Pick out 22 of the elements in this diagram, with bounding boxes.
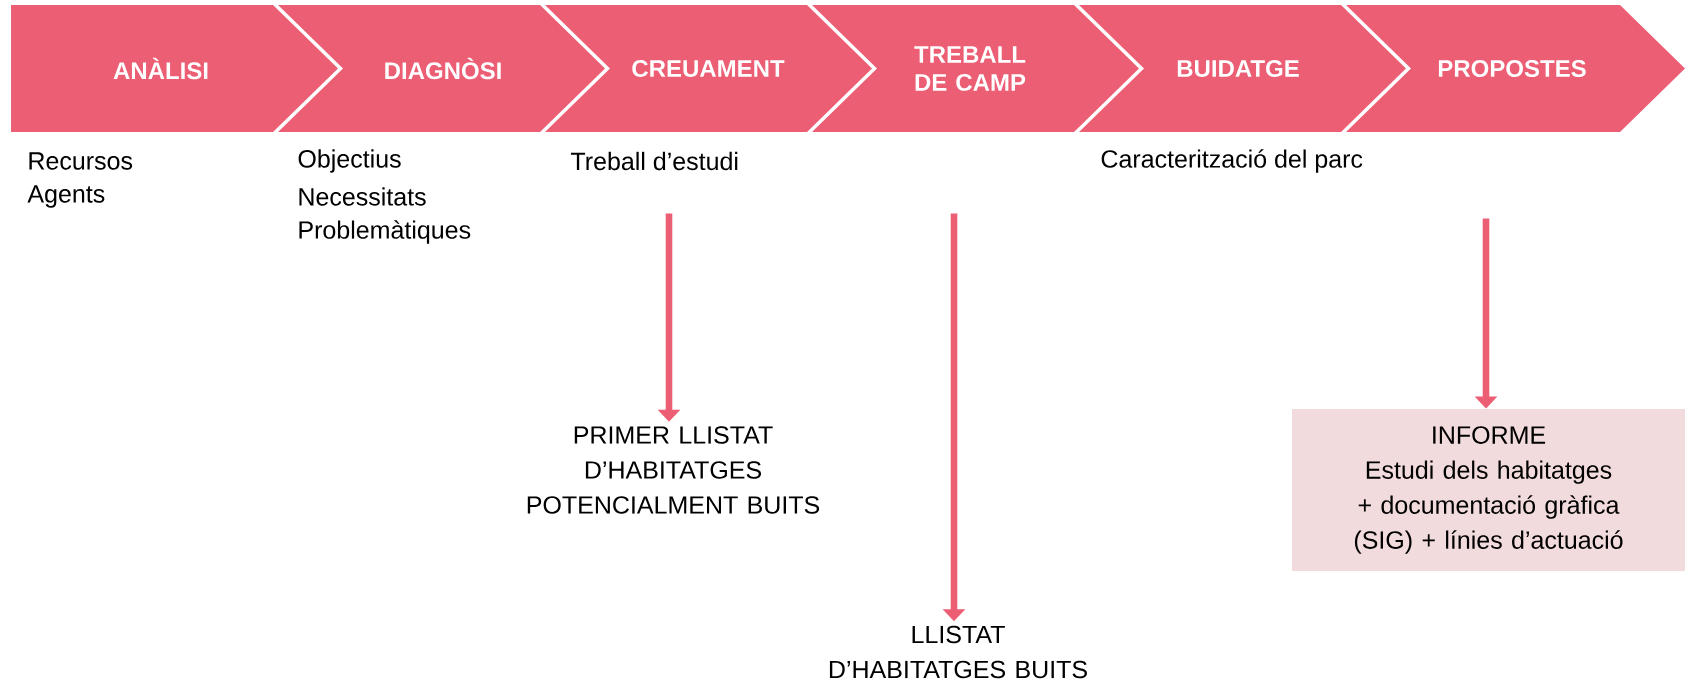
node-label: DIAGNÒSI xyxy=(385,57,501,80)
node-label: PROPOSTES xyxy=(1438,60,1586,77)
chevron-step: DIAGNÒSI xyxy=(278,5,605,132)
step-note: Recursos xyxy=(29,152,133,170)
report-box: INFORME Estudi dels habitatges + documentació gràfica (SIG) + línies d’actuació xyxy=(1292,409,1685,571)
node-label: ANÀLISI xyxy=(113,57,208,80)
step-note: Necessitats xyxy=(299,187,426,206)
result-text: PRIMER LLISTAT D’HABITATGES POTENCIALMENT BUITS xyxy=(527,426,820,514)
step-note: Treball d’estudi xyxy=(570,151,738,171)
chevron-step: ANÀLISI xyxy=(11,5,338,132)
step-note: Caracterització del parc xyxy=(1101,149,1363,173)
step-note: Agents xyxy=(27,185,105,208)
step-note: Objectius xyxy=(298,149,401,173)
step-note: Problemàtiques xyxy=(299,220,471,244)
chevron-step: BUIDATGE xyxy=(1079,5,1406,132)
chevron-step: PROPOSTES xyxy=(1346,5,1685,132)
chevron-step: CREUAMENT xyxy=(545,5,872,132)
result-text: LLISTAT D’HABITATGES BUITS xyxy=(829,625,1087,679)
chevron-step: TREBALL DE CAMP xyxy=(812,5,1139,132)
node-label: BUIDATGE xyxy=(1177,60,1299,77)
node-label: TREBALL DE CAMP xyxy=(914,46,1026,91)
node-label: CREUAMENT xyxy=(632,60,785,77)
